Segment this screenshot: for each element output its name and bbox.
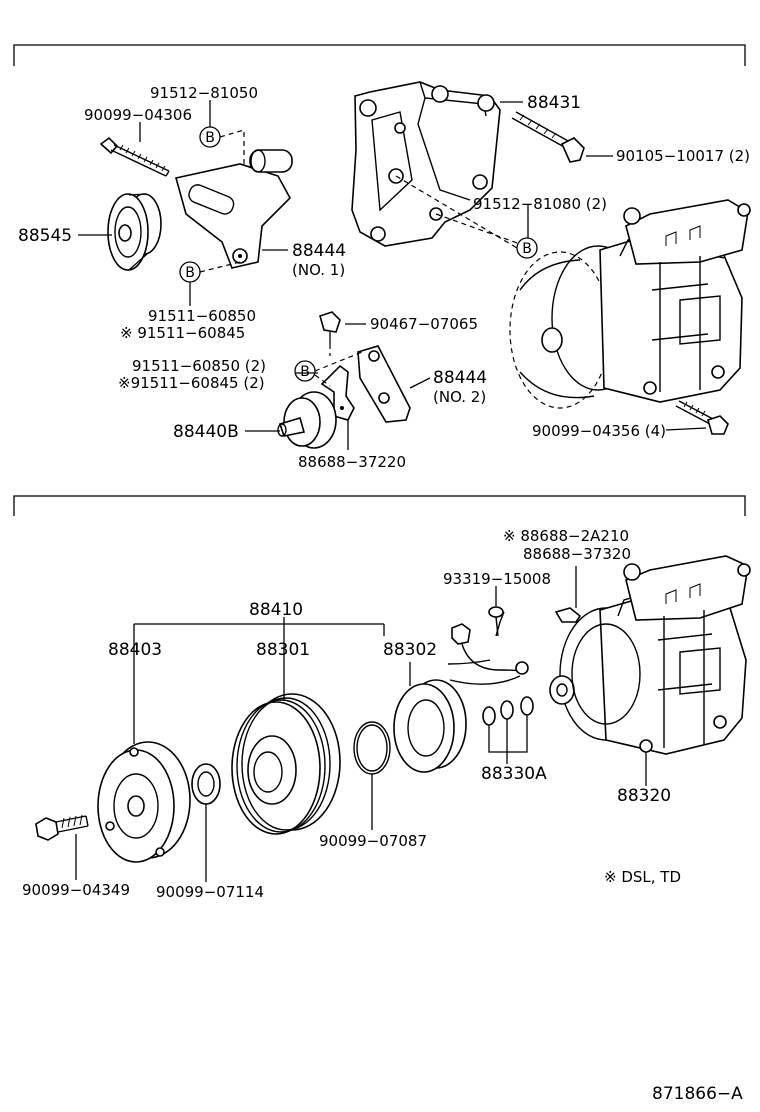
ref-b-circle-1: B [199,126,221,148]
label-90105-10017: 90105−10017 (2) [616,147,750,165]
label-88301: 88301 [256,640,310,660]
label-88688-37320: 88688−37320 [523,545,631,563]
label-no2: (NO. 2) [433,388,486,406]
upper-section-frame [13,44,746,66]
label-91511-60845: ※ 91511−60845 [120,324,245,342]
shim-90099-07114 [191,763,221,805]
bracket-88444-no2 [357,345,411,423]
label-90467-07065: 90467−07065 [370,315,478,333]
label-88688-2a210: ※ 88688−2A210 [503,527,629,545]
lower-leader-lines [75,566,647,882]
field-coil-88302 [393,611,529,773]
label-90099-07087: 90099−07087 [319,832,427,850]
idler-pulley-88440b [277,391,337,449]
compressor-bracket-88431 [351,81,501,247]
compressor-88320 [549,555,751,755]
label-no1: (NO. 1) [292,261,345,279]
plate-88688-37220 [320,364,355,421]
label-90099-04356: 90099−04356 (4) [532,422,666,440]
label-91511-60850: 91511−60850 [148,307,256,325]
lower-labels: ※ 88688−2A210 88688−37320 93319−15008 88… [22,527,681,901]
label-88545: 88545 [18,226,72,246]
figure-id: 871866−A [652,1084,743,1104]
label-88302: 88302 [383,640,437,660]
label-90099-07114: 90099−07114 [156,883,264,901]
label-91511-60850-2: 91511−60850 (2) [132,357,266,375]
pressure-plate-88403 [97,741,191,863]
label-88444-no2: 88444 [433,368,487,388]
ref-b-circle-4: B [294,360,316,382]
shims-88330a [482,696,534,726]
bolt-90099-04306 [99,136,170,177]
pulley-rotor-88301 [231,693,341,835]
bracket-88444-no1 [175,149,293,269]
ref-b-circle-3: B [516,237,538,259]
clip-90467-07065 [319,311,341,344]
ref-b-circle-2: B [179,261,201,283]
label-91512-81080: 91512−81080 (2) [473,195,607,213]
label-88440b: 88440B [173,422,239,442]
svg-text:B: B [205,130,215,146]
idler-pulley-88545 [107,193,162,271]
bolt-90099-04356 [675,400,729,435]
label-90099-04349: 90099−04349 [22,881,130,899]
svg-text:B: B [300,364,310,380]
label-88403: 88403 [108,640,162,660]
compressor-assembly-upper [509,199,751,409]
label-88330a: 88330A [481,764,547,784]
label-88444-no1: 88444 [292,241,346,261]
bolt-90099-04349 [35,814,89,841]
screw-93319-15008 [488,606,504,637]
label-88320: 88320 [617,786,671,806]
label-88431: 88431 [527,93,581,113]
bolt-90105-10017 [511,111,585,163]
snap-ring-90099-07087 [353,721,391,775]
svg-text:B: B [185,265,195,281]
lower-section-frame [13,495,746,516]
svg-text:B: B [522,241,532,257]
upper-leader-lines [78,100,707,450]
label-93319-15008: 93319−15008 [443,570,551,588]
label-91511-60845-2: ※91511−60845 (2) [118,374,265,392]
label-dsl-td-note: ※ DSL, TD [604,868,681,886]
label-88688-37220: 88688−37220 [298,453,406,471]
label-90099-04306: 90099−04306 [84,106,192,124]
upper-labels: 91512−81050 90099−04306 88431 90105−1001… [18,84,750,471]
label-88410: 88410 [249,600,303,620]
clip-88688-37320 [554,607,582,623]
label-91512-81050: 91512−81050 [150,84,258,102]
